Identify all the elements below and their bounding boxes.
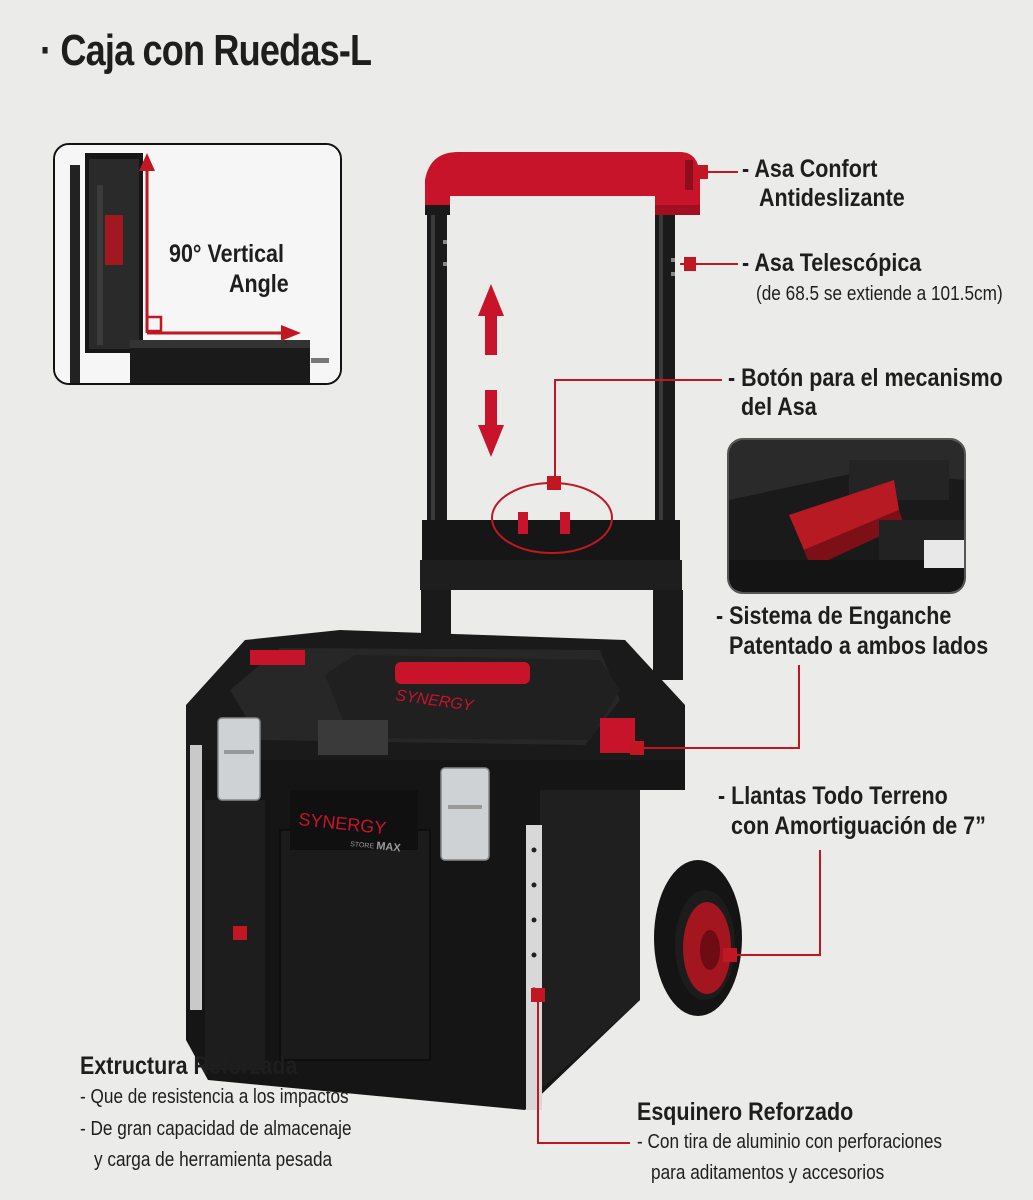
arrow-up-icon	[478, 284, 504, 355]
aluminum-strip-left	[190, 745, 202, 1010]
callout-structure-line3: y carga de herramienta pesada	[94, 1149, 333, 1171]
handle-button-right	[560, 512, 570, 534]
inset-angle-label-line2: Angle	[229, 270, 289, 298]
callout-structure-line1: - Que de resistencia a los impactos	[80, 1086, 349, 1108]
inset-angle-label-line1: 90° Vertical	[169, 240, 284, 268]
metal-clasp-left	[217, 717, 261, 801]
callout-wheels-line2: con Amortiguación de 7”	[731, 812, 986, 840]
inset-vertical-angle-illustration	[55, 145, 340, 383]
callout-button-line2: del Asa	[741, 393, 817, 421]
callout-button-line1: - Botón para el mecanismo	[728, 364, 1003, 392]
callout-telescopic-handle-detail: (de 68.5 se extiende a 101.5cm)	[756, 283, 1003, 305]
inset-vertical-angle: 90° Vertical Angle	[53, 143, 342, 385]
front-brand-plate	[290, 790, 418, 850]
handle-crossbar	[422, 520, 680, 562]
callout-latch-line2: Patentado a ambos lados	[729, 632, 989, 660]
aluminum-strip-right	[526, 825, 542, 1110]
page-title: · Caja con Ruedas-L	[40, 26, 372, 75]
callout-corner-line2: para aditamentos y accesorios	[651, 1162, 885, 1184]
inset-latch-detail	[727, 438, 966, 594]
comfort-handle	[425, 152, 700, 215]
callout-latch-line1: - Sistema de Enganche	[716, 602, 952, 630]
front-brand-sub: MAX	[376, 840, 402, 855]
callout-comfort-handle-line1: - Asa Confort	[742, 155, 878, 183]
handle-button-left	[518, 512, 528, 534]
callout-structure-heading: Extructura Reforzada	[80, 1052, 298, 1080]
metal-clasp-right	[440, 767, 490, 861]
callout-corner-heading: Esquinero Reforzado	[637, 1098, 854, 1126]
callout-comfort-handle-line2: Antideslizante	[759, 184, 905, 212]
callout-wheels-line1: - Llantas Todo Terreno	[718, 782, 948, 810]
lid-latch-left	[250, 650, 305, 665]
lid-latch-right	[600, 718, 635, 753]
callout-corner-line1: - Con tira de aluminio con perforaciones	[637, 1131, 942, 1153]
lid-handle	[395, 662, 530, 684]
callout-structure-line2: - De gran capacidad de almacenaje	[80, 1118, 352, 1140]
front-brand-sub-prefix: STORE	[350, 841, 375, 851]
callout-telescopic-handle-line1: - Asa Telescópica	[742, 249, 922, 277]
arrow-down-icon	[478, 390, 504, 457]
inset-latch-illustration	[729, 440, 964, 592]
